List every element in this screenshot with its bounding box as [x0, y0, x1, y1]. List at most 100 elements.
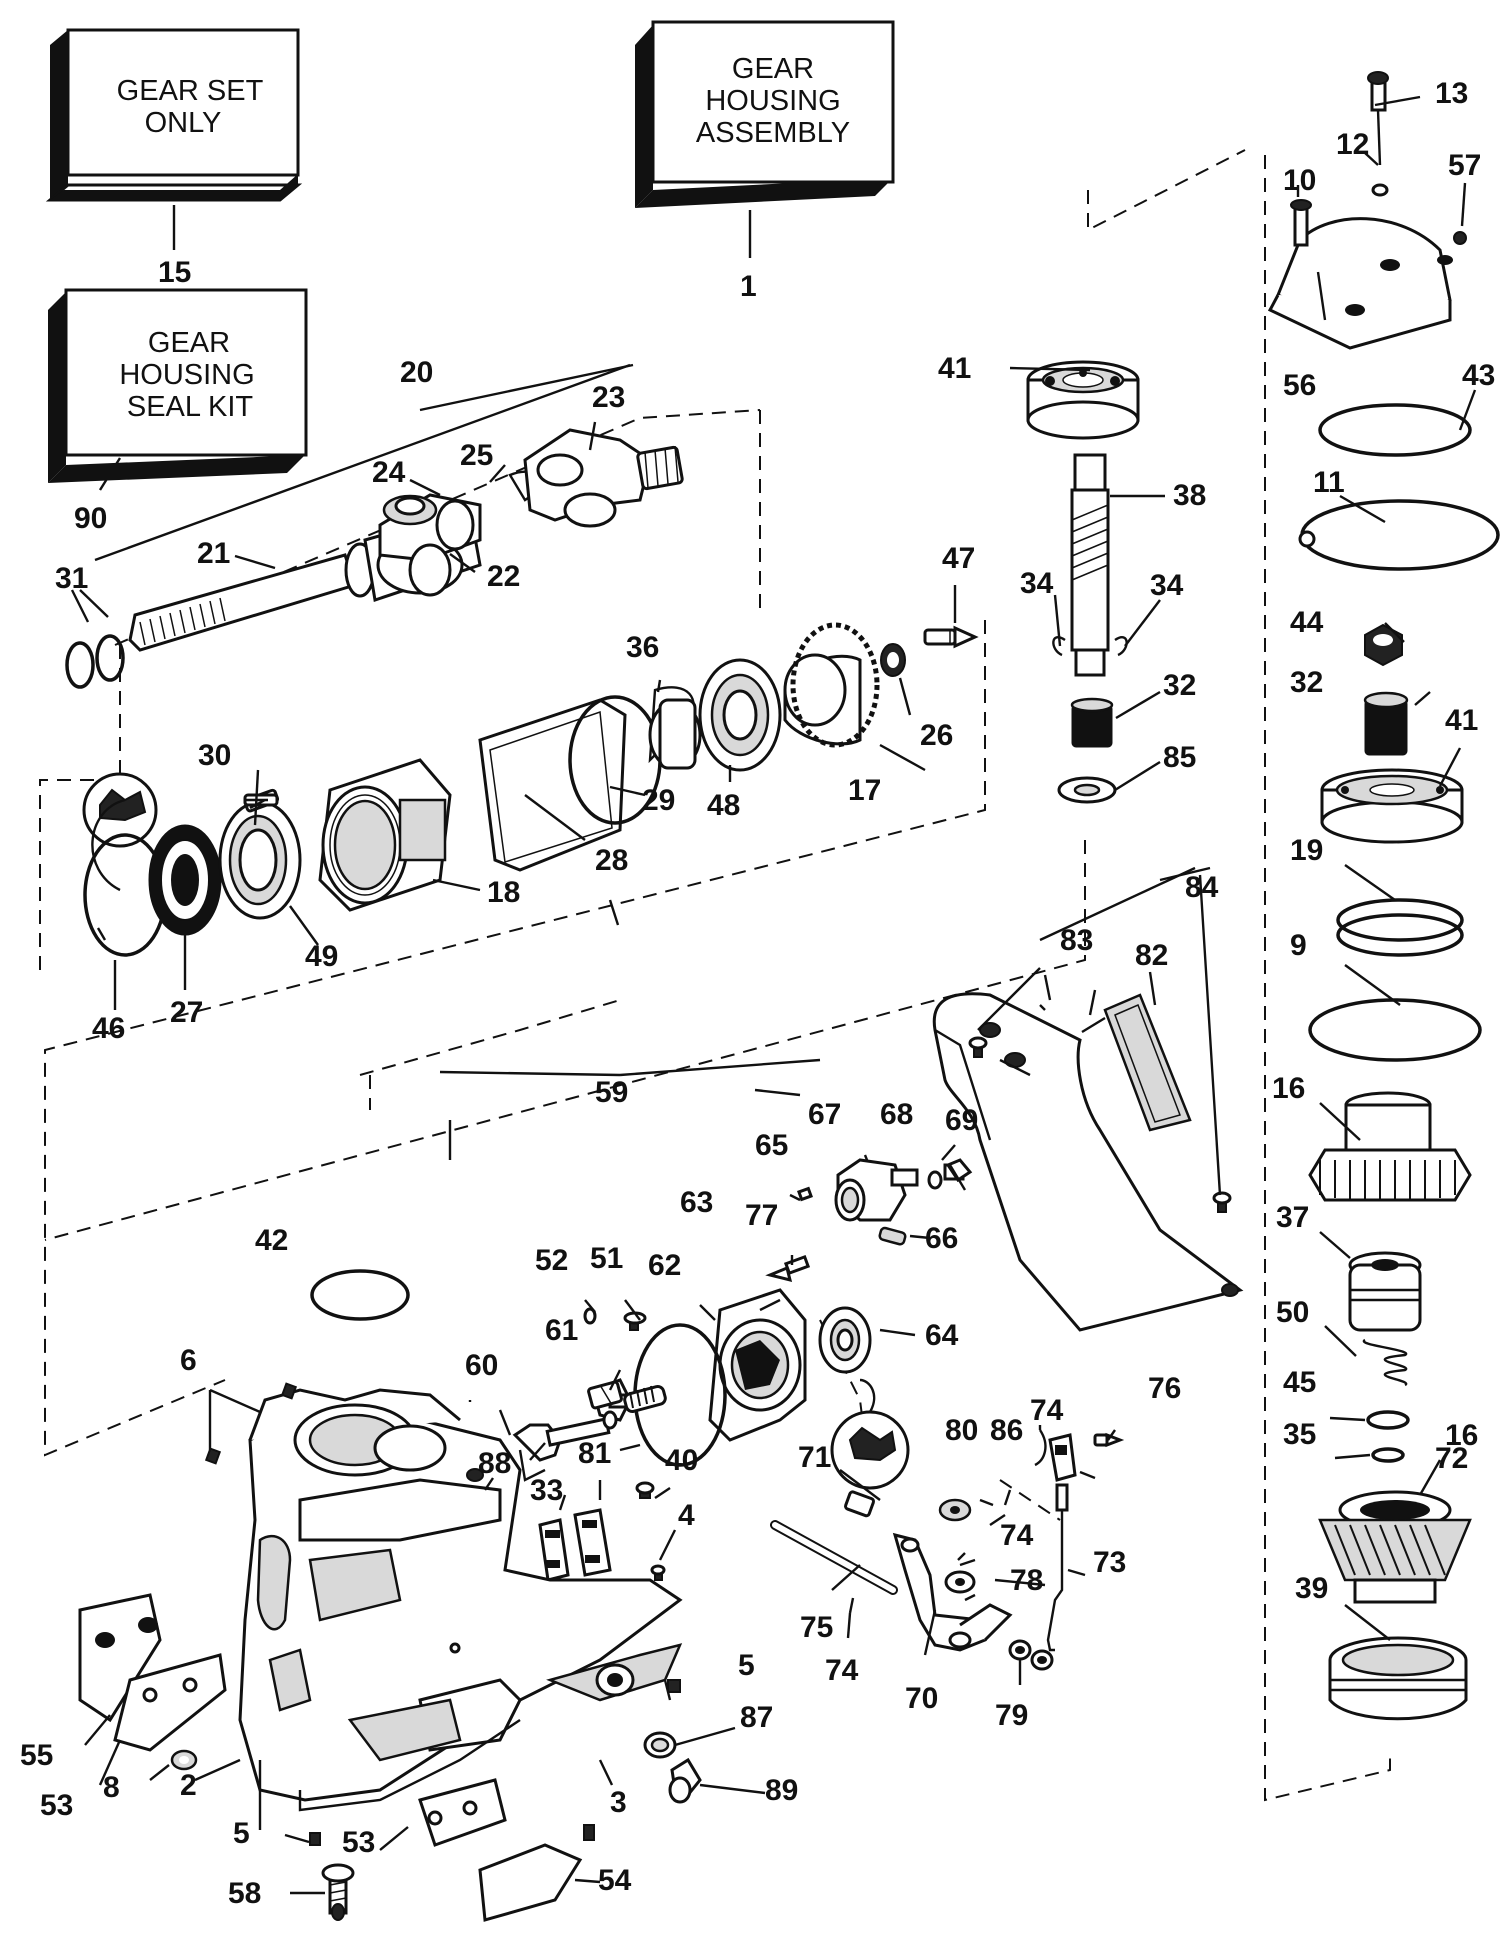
gear-set-only-box: GEAR SET ONLY [45, 28, 303, 202]
callout-5-left: 5 [233, 1817, 250, 1850]
callout-36: 36 [626, 631, 659, 664]
callout-90: 90 [74, 502, 107, 535]
gear-housing-assembly-line-3: ASSEMBLY [696, 117, 850, 149]
callout-10: 10 [1283, 164, 1316, 197]
gear-housing-assembly-line-1: GEAR [732, 53, 814, 85]
callout-83: 83 [1060, 924, 1093, 957]
callout-8: 8 [103, 1771, 120, 1804]
callout-45: 45 [1283, 1366, 1316, 1399]
callout-27: 27 [170, 996, 203, 1029]
callout-24: 24 [372, 456, 406, 489]
callout-50: 50 [1276, 1296, 1309, 1329]
gear-housing-assembly-line-2: HOUSING [705, 85, 840, 117]
callout-44: 44 [1290, 606, 1324, 639]
callout-13: 13 [1435, 77, 1468, 110]
gear-set-only-line-1: GEAR SET [117, 75, 264, 107]
callout-38: 38 [1173, 479, 1206, 512]
callout-29: 29 [642, 784, 675, 817]
callout-53-left: 53 [40, 1789, 73, 1822]
callout-74-top: 74 [1030, 1394, 1064, 1427]
leader-lines [70, 95, 1477, 1895]
seal-kit-line-2: HOUSING [119, 359, 254, 391]
callout-81: 81 [578, 1437, 611, 1470]
callout-43: 43 [1462, 359, 1495, 392]
callout-80: 80 [945, 1414, 978, 1447]
callout-40: 40 [665, 1444, 698, 1477]
callout-46: 46 [92, 1012, 125, 1045]
callout-89: 89 [765, 1774, 798, 1807]
callout-73: 73 [1093, 1546, 1126, 1579]
callout-6: 6 [180, 1344, 197, 1377]
propeller-shaft-carrier-group [82, 622, 979, 957]
seal-kit-line-1: GEAR [148, 327, 230, 359]
callout-33: 33 [530, 1474, 563, 1507]
gear-housing-assembly-box: GEAR HOUSING ASSEMBLY [635, 20, 895, 208]
callout-28: 28 [595, 844, 628, 877]
callout-49: 49 [305, 940, 338, 973]
callout-78: 78 [1010, 1564, 1043, 1597]
callout-56: 56 [1283, 369, 1316, 402]
callout-17: 17 [848, 774, 881, 807]
callout-22: 22 [487, 560, 520, 593]
callout-23: 23 [592, 381, 625, 414]
callout-60: 60 [465, 1349, 498, 1382]
callout-5-right: 5 [738, 1649, 755, 1682]
callout-41-right: 41 [1445, 704, 1478, 737]
callout-54: 54 [598, 1864, 632, 1897]
callout-79: 79 [995, 1699, 1028, 1732]
callout-75: 75 [800, 1611, 833, 1644]
callout-52: 52 [535, 1244, 568, 1277]
callout-76: 76 [1148, 1372, 1181, 1405]
callout-9: 9 [1290, 929, 1307, 962]
callout-19: 19 [1290, 834, 1323, 867]
callout-16-bottom: 16 [1445, 1419, 1478, 1452]
callout-58: 58 [228, 1877, 261, 1910]
gear-housing-casting [78, 1269, 702, 1922]
callout-63: 63 [680, 1186, 713, 1219]
callout-41-top: 41 [938, 352, 971, 385]
shift-shaft-covers [538, 1481, 666, 1582]
callout-57: 57 [1448, 149, 1481, 182]
callout-numbers: 13 12 57 10 56 43 11 41 38 34 34 32 85 4… [20, 77, 1495, 1910]
callout-77: 77 [745, 1199, 778, 1232]
callout-4: 4 [678, 1499, 695, 1532]
callout-18: 18 [487, 876, 520, 909]
callout-68: 68 [880, 1098, 913, 1131]
callout-85: 85 [1163, 741, 1196, 774]
right-column-parts [1267, 71, 1500, 1721]
callout-65: 65 [755, 1129, 788, 1162]
callout-61: 61 [545, 1314, 578, 1347]
callout-55: 55 [20, 1739, 53, 1772]
callout-62: 62 [648, 1249, 681, 1282]
callout-82: 82 [1135, 939, 1168, 972]
callout-72: 72 [1435, 1442, 1468, 1475]
callout-66: 66 [925, 1222, 958, 1255]
callout-59: 59 [595, 1076, 628, 1109]
callout-1: 1 [740, 270, 757, 303]
callout-32-right: 32 [1290, 666, 1323, 699]
callout-47: 47 [942, 542, 975, 575]
callout-30: 30 [198, 739, 231, 772]
callout-12: 12 [1336, 128, 1369, 161]
callout-31: 31 [55, 562, 88, 595]
callout-11: 11 [1313, 466, 1345, 499]
shift-rod-and-linkage [770, 1429, 1125, 1671]
callout-39: 39 [1295, 1572, 1328, 1605]
callout-70: 70 [905, 1682, 938, 1715]
callout-2: 2 [180, 1769, 197, 1802]
callout-15: 15 [158, 256, 191, 289]
callout-32-center: 32 [1163, 669, 1196, 702]
callout-20: 20 [400, 356, 433, 389]
gear-set-only-line-2: ONLY [145, 107, 222, 139]
callout-69: 69 [945, 1104, 978, 1137]
callout-88: 88 [478, 1447, 511, 1480]
callout-16-top: 16 [1272, 1072, 1305, 1105]
callout-42: 42 [255, 1224, 288, 1257]
callout-67: 67 [808, 1098, 841, 1131]
drive-shaft-assembly [65, 363, 684, 689]
shift-mechanism-group [468, 1158, 1125, 1671]
callout-74-middle: 74 [1000, 1519, 1034, 1552]
callout-64: 64 [925, 1319, 959, 1352]
callout-87: 87 [740, 1701, 773, 1734]
